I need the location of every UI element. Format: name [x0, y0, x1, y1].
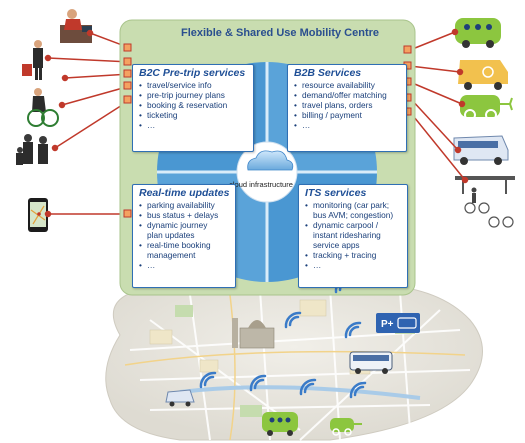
b2c-services-title: B2C Pre-trip services — [139, 67, 246, 79]
wifi-signals — [199, 276, 367, 399]
list-item: demand/offer matching — [294, 90, 406, 100]
list-item: pre-trip journey plans — [139, 90, 253, 100]
b2b-services-list: resource availability demand/offer match… — [288, 80, 406, 130]
b2c-services-list: travel/service info pre-trip journey pla… — [133, 80, 253, 130]
list-item: ticketing — [139, 110, 253, 120]
wifi-icon — [349, 381, 367, 399]
wifi-icon — [284, 311, 302, 329]
realtime-updates-list: parking availability bus status + delays… — [133, 200, 235, 270]
list-item: instant ridesharing — [313, 230, 381, 240]
list-item: service apps — [313, 240, 360, 250]
list-item: tracking + tracing — [305, 250, 407, 260]
cathedral-icon — [232, 318, 275, 349]
smartphone-icon — [28, 198, 48, 232]
parking-sign-icon: P+ — [376, 313, 420, 333]
wheelchair-van-icon — [458, 60, 508, 90]
its-services-title: ITS services — [305, 187, 367, 199]
list-item: monitoring (car park; — [305, 200, 407, 210]
bus-icon — [349, 351, 393, 374]
vehicle-icons — [453, 18, 515, 228]
electric-car-map-icon — [330, 418, 362, 436]
panel-connector-squares — [123, 43, 412, 218]
its-services-box: ITS services monitoring (car park; bus A… — [298, 184, 408, 288]
wheelchair-user-icon — [27, 88, 59, 127]
parking-sign-label: P+ — [381, 319, 394, 330]
wifi-icon — [299, 378, 317, 396]
wifi-icon — [199, 371, 217, 389]
list-item: plan updates — [147, 230, 195, 240]
list-item: bus status + delays — [139, 210, 235, 220]
list-item: … — [139, 120, 253, 130]
list-item: travel/service info — [139, 80, 253, 90]
list-item: bus AVM; congestion) — [313, 210, 394, 220]
family-icon — [16, 134, 48, 165]
bike-sharing-icon — [455, 176, 515, 228]
list-item: real-time booking — [139, 240, 235, 250]
list-item: dynamic carpool / — [305, 220, 407, 230]
its-services-list: monitoring (car park; bus AVM; congestio… — [299, 200, 407, 270]
wifi-icon — [249, 374, 267, 392]
shared-car-icon — [455, 18, 501, 48]
traveller-icon — [22, 40, 43, 80]
list-item: … — [305, 260, 407, 270]
list-item: … — [139, 260, 235, 270]
realtime-updates-title: Real-time updates — [139, 187, 230, 199]
list-item: … — [294, 120, 406, 130]
cloud-infrastructure-label: cloud infrastructure — [229, 180, 293, 189]
list-item: billing / payment — [294, 110, 406, 120]
b2b-services-box: B2B Services resource availability deman… — [287, 64, 407, 152]
electric-car-icon — [460, 95, 513, 121]
b2b-services-title: B2B Services — [294, 67, 362, 79]
b2c-services-box: B2C Pre-trip services travel/service inf… — [132, 64, 254, 152]
diagram-title: Flexible & Shared Use Mobility Centre — [180, 27, 380, 39]
realtime-updates-box: Real-time updates parking availability b… — [132, 184, 236, 288]
office-worker-icon — [60, 9, 92, 43]
minibus-icon — [453, 135, 509, 165]
shared-car-map-icon — [262, 412, 298, 436]
cloud-icon — [236, 141, 298, 203]
user-icons — [16, 9, 92, 232]
minibus-map-icon — [165, 389, 195, 407]
wifi-icon — [344, 321, 362, 339]
list-item: management — [147, 250, 196, 260]
list-item: parking availability — [139, 200, 235, 210]
list-item: travel plans, orders — [294, 100, 406, 110]
list-item: dynamic journey — [139, 220, 235, 230]
list-item: booking & reservation — [139, 100, 253, 110]
list-item: resource availability — [294, 80, 406, 90]
